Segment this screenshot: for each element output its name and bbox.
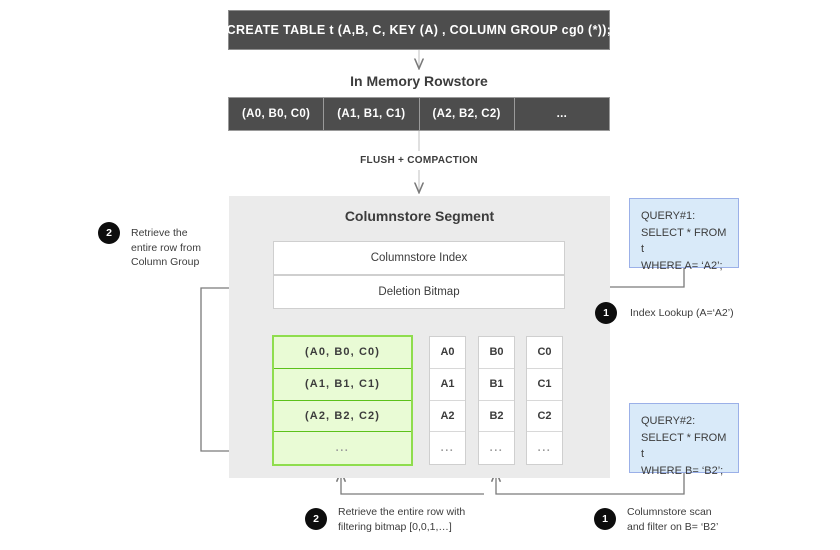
rowstore-title: In Memory Rowstore xyxy=(350,73,488,89)
create-table-statement-box: CREATE TABLE t (A,B, C, KEY (A) , COLUMN… xyxy=(226,10,612,50)
annotation-index-lookup: Index Lookup (A=‘A2’) xyxy=(630,307,734,319)
annotation-bottom-right: Columnstore scan and filter on B= ‘B2’ xyxy=(627,505,787,534)
rowstore-cell: (A2, B2, C2) xyxy=(420,98,515,130)
step-badge-2-left: 2 xyxy=(98,222,120,244)
column-b-cell: B1 xyxy=(479,369,514,401)
column-group-box: (A0, B0, C0) (A1, B1, C1) (A2, B2, C2) .… xyxy=(272,335,413,466)
rowstore-cell: (A1, B1, C1) xyxy=(324,98,420,130)
annotation-bottom-right-line2: and filter on B= ‘B2’ xyxy=(627,520,719,533)
create-table-statement-text: CREATE TABLE t (A,B, C, KEY (A) , COLUMN… xyxy=(226,23,612,37)
column-a-cell: A2 xyxy=(430,401,465,433)
query1-line1: QUERY#1: xyxy=(641,210,696,222)
annotation-bottom-left-line1: Retrieve the entire row with xyxy=(338,506,466,518)
annotation-left-line1: Retrieve the xyxy=(131,227,188,239)
column-group-row: (A0, B0, C0) xyxy=(274,337,411,369)
column-group-row: (A2, B2, C2) xyxy=(274,401,411,433)
column-b-cell: B2 xyxy=(479,401,514,433)
column-b-cell: ... xyxy=(489,442,504,455)
column-c-cell: C1 xyxy=(527,369,562,401)
column-a-cell: A0 xyxy=(430,337,465,369)
column-c-cell: C2 xyxy=(527,401,562,433)
column-c-cell: C0 xyxy=(527,337,562,369)
rowstore-cell: ... xyxy=(556,108,568,120)
query1-box: QUERY#1: SELECT * FROM t WHERE A= ‘A2’; xyxy=(629,198,739,272)
column-a-cell: A1 xyxy=(430,369,465,401)
columnstore-index-box: Columnstore Index xyxy=(273,241,565,275)
flush-compaction-label: FLUSH + COMPACTION xyxy=(360,155,478,166)
query2-line1: QUERY#2: xyxy=(641,415,696,427)
columnstore-segment-title: Columnstore Segment xyxy=(344,208,495,224)
query2-line2: SELECT * FROM t xyxy=(641,431,727,461)
annotation-bottom-left-line2: filtering bitmap [0,0,1,…] xyxy=(338,520,452,533)
annotation-left: Retrieve the entire row from Column Grou… xyxy=(131,226,223,270)
deletion-bitmap-box: Deletion Bitmap xyxy=(273,275,565,309)
annotation-left-line2: entire row from xyxy=(131,241,202,254)
column-b-cell: B0 xyxy=(479,337,514,369)
annotation-bottom-right-line1: Columnstore scan xyxy=(627,506,712,518)
annotation-left-line3: Column Group xyxy=(131,256,200,268)
column-b-box: B0 B1 B2 ... xyxy=(478,336,515,465)
step-badge-2-bottom: 2 xyxy=(305,508,327,530)
column-a-cell: ... xyxy=(440,442,455,455)
rowstore-cell: (A0, B0, C0) xyxy=(229,98,325,130)
query2-box: QUERY#2: SELECT * FROM t WHERE B= ‘B2’; xyxy=(629,403,739,477)
query1-line3: WHERE A= ‘A2’; xyxy=(641,259,723,272)
query2-line3: WHERE B= ‘B2’; xyxy=(641,464,724,477)
rowstore-row: (A0, B0, C0) (A1, B1, C1) (A2, B2, C2) .… xyxy=(228,97,610,131)
annotation-bottom-left: Retrieve the entire row with filtering b… xyxy=(338,505,518,534)
column-a-box: A0 A1 A2 ... xyxy=(429,336,466,465)
column-c-cell: ... xyxy=(537,442,552,455)
column-group-row: ... xyxy=(335,442,350,455)
step-badge-1-bottom: 1 xyxy=(594,508,616,530)
column-group-row: (A1, B1, C1) xyxy=(274,369,411,401)
column-c-box: C0 C1 C2 ... xyxy=(526,336,563,465)
query1-line2: SELECT * FROM t xyxy=(641,226,727,256)
step-badge-1-index-lookup: 1 xyxy=(595,302,617,324)
